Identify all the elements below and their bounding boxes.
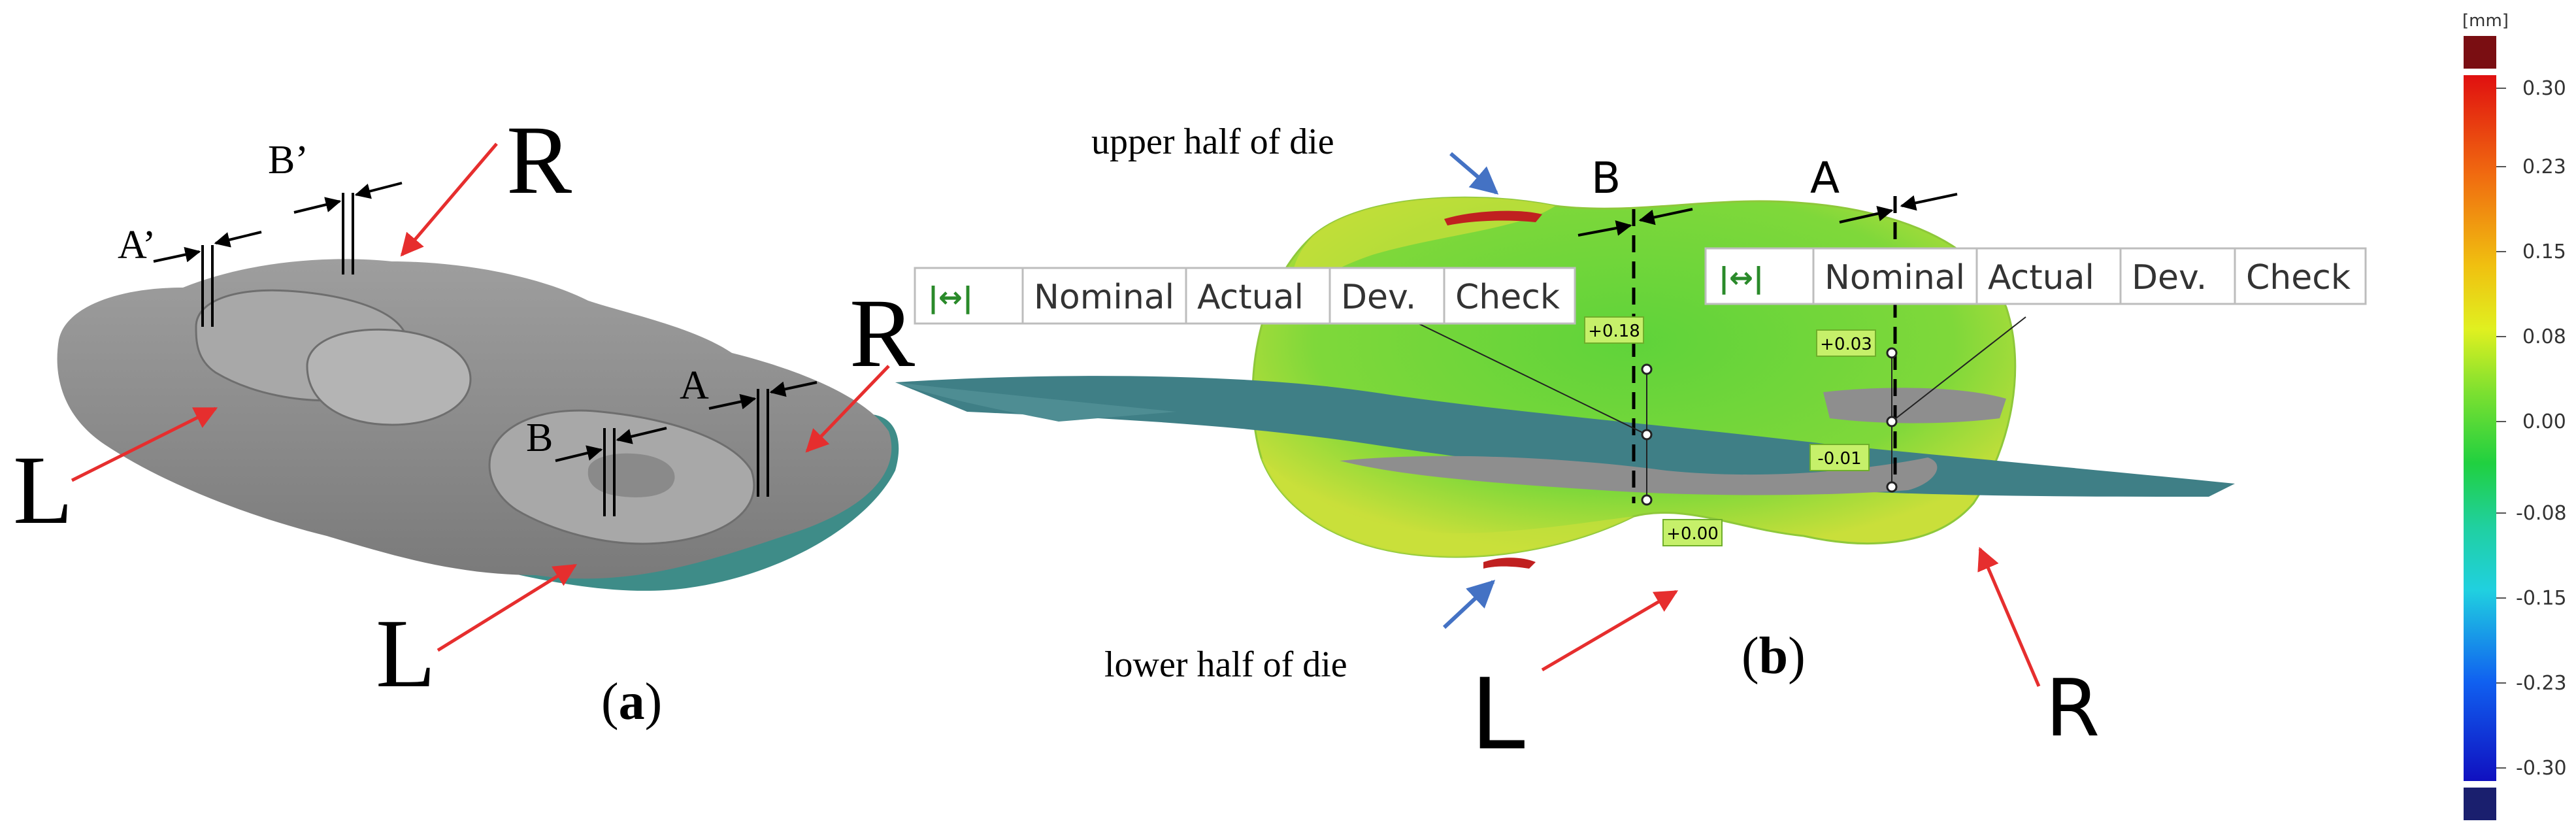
parting-flash-left bbox=[895, 382, 1176, 422]
measurement-table-right: |↔| Nominal Actual Dev. Check bbox=[1704, 247, 2367, 305]
arrow-r-top bbox=[400, 142, 498, 257]
boss-right-hole bbox=[587, 453, 675, 497]
callout-value: +0.03 bbox=[1820, 335, 1872, 354]
upper-die-shoulder bbox=[1290, 197, 1555, 307]
table-header-actual: Actual bbox=[1197, 278, 1304, 317]
arrow-l-b bbox=[1541, 590, 1679, 672]
label-upper-half: upper half of die bbox=[1091, 122, 1334, 162]
boss-center bbox=[306, 328, 472, 426]
leader-lines bbox=[1404, 316, 2026, 500]
colorbar-bottom-swatch bbox=[2464, 788, 2496, 820]
label-b-prime: B’ bbox=[268, 138, 308, 182]
table-header-check: Check bbox=[1455, 278, 1560, 317]
label-l-b: L bbox=[1470, 658, 1525, 772]
callout-value: +0.18 bbox=[1588, 322, 1640, 341]
label-a-prime: A’ bbox=[118, 223, 156, 267]
arrow-l-bottom bbox=[437, 563, 577, 652]
dim-a-prime bbox=[153, 231, 262, 327]
panel-b: +0.18 +0.03 -0.01 +0.00 |↔| Nominal Actu… bbox=[895, 122, 2367, 772]
colorbar-tick-label: -0.30 bbox=[2516, 757, 2567, 780]
dim-b-prime bbox=[293, 182, 403, 275]
arrow-l-left bbox=[71, 407, 218, 482]
colorbar-tick-label: -0.15 bbox=[2516, 587, 2567, 610]
label-l-left: L bbox=[13, 436, 73, 544]
label-r-top: R bbox=[506, 106, 572, 214]
arrow-upper-die bbox=[1449, 152, 1499, 195]
colorbar-gradient bbox=[2464, 75, 2496, 781]
lower-die-flash-red bbox=[1483, 557, 1536, 569]
colorbar-tick-label: -0.08 bbox=[2516, 502, 2567, 525]
callout-box: -0.01 bbox=[1809, 444, 1870, 471]
color-legend: [mm] 0.30 0.23 0.15 0.08 0.00 -0.08 -0.1… bbox=[2462, 11, 2567, 820]
table-icon: |↔| bbox=[1719, 261, 1764, 295]
label-r-right: R bbox=[850, 279, 915, 388]
table-header-nominal: Nominal bbox=[1034, 278, 1174, 317]
callout-box: +0.18 bbox=[1584, 316, 1644, 344]
label-r-b: R bbox=[2045, 663, 2100, 754]
callout-value: +0.00 bbox=[1666, 524, 1719, 544]
measure-points bbox=[1641, 347, 1898, 506]
label-l-bottom: L bbox=[376, 599, 436, 708]
table-icon: |↔| bbox=[928, 281, 973, 314]
measurement-table-left: |↔| Nominal Actual Dev. Check bbox=[914, 267, 1576, 325]
label-b-section: B bbox=[1591, 153, 1621, 203]
label-a: A bbox=[680, 363, 709, 408]
dim-a bbox=[708, 381, 817, 497]
callout-box: +0.03 bbox=[1816, 329, 1876, 357]
colorbar-tick-label: 0.08 bbox=[2522, 325, 2566, 348]
parting-flash-gray-right bbox=[1823, 388, 2006, 424]
caption-a: (a) bbox=[601, 673, 662, 731]
colorbar-ticks bbox=[2496, 88, 2506, 769]
callout-value: -0.01 bbox=[1817, 449, 1861, 469]
dim-b-section bbox=[1577, 208, 1693, 237]
panel-a: R R L L A’ B’ A B (a) bbox=[13, 106, 915, 731]
caption-b: (b) bbox=[1742, 627, 1806, 685]
dim-a-section bbox=[1839, 193, 1958, 224]
parting-flash-gray bbox=[1340, 456, 1938, 495]
colorbar-tick-label: -0.23 bbox=[2516, 672, 2567, 695]
label-a-section: A bbox=[1810, 153, 1840, 203]
lower-die-shoulder bbox=[1261, 458, 1634, 557]
colorbar-tick-label: 0.15 bbox=[2522, 241, 2566, 263]
label-b: B bbox=[526, 416, 553, 460]
arrow-r-right bbox=[805, 365, 890, 453]
table-header-check: Check bbox=[2246, 258, 2351, 297]
table-header-dev: Dev. bbox=[2132, 258, 2207, 297]
colorbar-tick-label: 0.30 bbox=[2522, 77, 2566, 100]
colorbar-unit: [mm] bbox=[2462, 11, 2509, 31]
colorbar-top-swatch bbox=[2464, 36, 2496, 69]
colorbar-tick-label: 0.23 bbox=[2522, 156, 2566, 178]
arrow-lower-die bbox=[1442, 580, 1496, 629]
label-lower-half: lower half of die bbox=[1104, 644, 1347, 685]
arrow-r-b bbox=[1977, 546, 2041, 687]
table-header-dev: Dev. bbox=[1341, 278, 1416, 317]
upper-die-flash-red bbox=[1444, 210, 1542, 225]
callout-box: +0.00 bbox=[1662, 519, 1723, 546]
forged-part-body bbox=[57, 259, 892, 579]
table-header-actual: Actual bbox=[1988, 258, 2094, 297]
colorbar-tick-label: 0.00 bbox=[2522, 410, 2566, 433]
dim-b bbox=[555, 427, 667, 516]
table-header-nominal: Nominal bbox=[1825, 258, 1965, 297]
